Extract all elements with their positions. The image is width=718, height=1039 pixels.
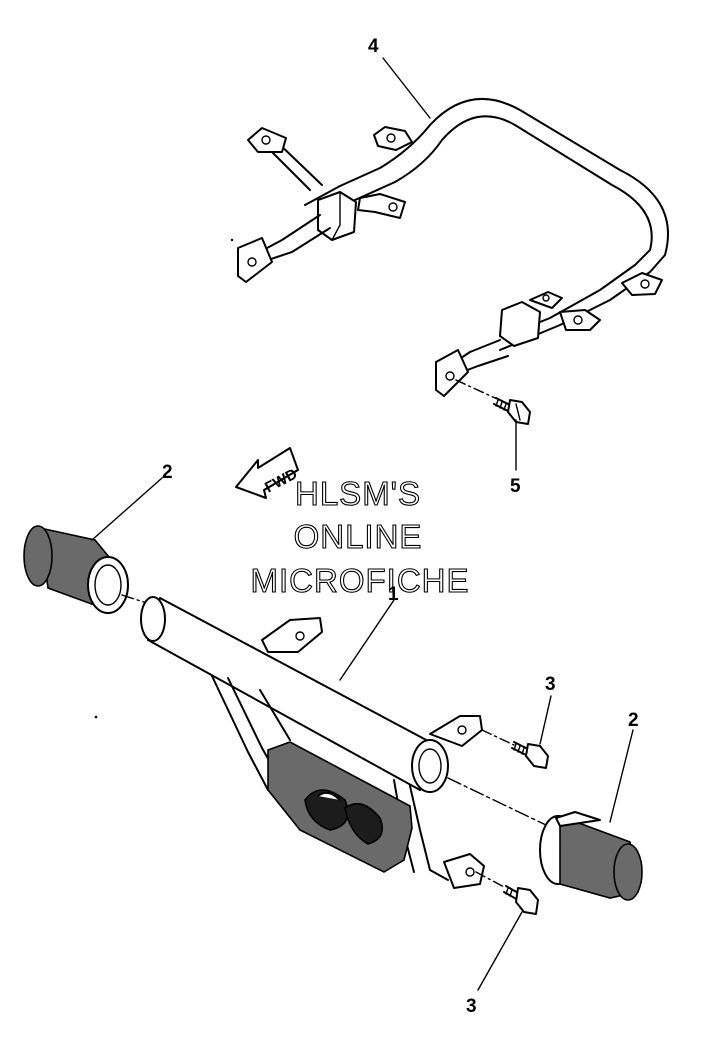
callouts: 4 5 2 1 3 2 3 xyxy=(162,36,639,1017)
callout-4: 4 xyxy=(368,36,379,57)
leader-3-lower xyxy=(477,911,523,991)
leader-3-upper xyxy=(539,695,552,745)
callout-1: 1 xyxy=(388,584,399,605)
callout-3-upper: 3 xyxy=(545,674,556,695)
part-1-bumper[interactable] xyxy=(94,596,485,889)
part-4-carrier-frame[interactable] xyxy=(230,98,669,397)
watermark-line-3: MICROFICHE xyxy=(251,562,470,599)
leader-2-right xyxy=(609,729,634,823)
leader-4 xyxy=(382,57,431,119)
part-2-end-cap-left[interactable] xyxy=(23,525,151,614)
part-5-bolt[interactable] xyxy=(455,379,531,425)
part-3-bolt-upper[interactable] xyxy=(481,729,549,769)
watermark-line-1: HLSM'S xyxy=(295,475,421,512)
leader-lines xyxy=(91,57,634,991)
callout-5: 5 xyxy=(510,476,521,497)
callout-2-left: 2 xyxy=(162,462,173,483)
part-2-right-axis-line xyxy=(447,777,549,827)
callout-3-lower: 3 xyxy=(466,996,477,1017)
callout-2-right: 2 xyxy=(628,710,639,731)
leader-2-left xyxy=(91,477,163,541)
watermark-line-2: ONLINE xyxy=(294,518,423,555)
part-3-bolt-lower[interactable] xyxy=(475,871,539,915)
part-2-end-cap-right[interactable] xyxy=(539,811,643,901)
watermark: HLSM'S ONLINE MICROFICHE xyxy=(250,474,470,599)
fwd-direction-arrow: FWD xyxy=(235,447,300,499)
leader-1 xyxy=(339,599,395,681)
